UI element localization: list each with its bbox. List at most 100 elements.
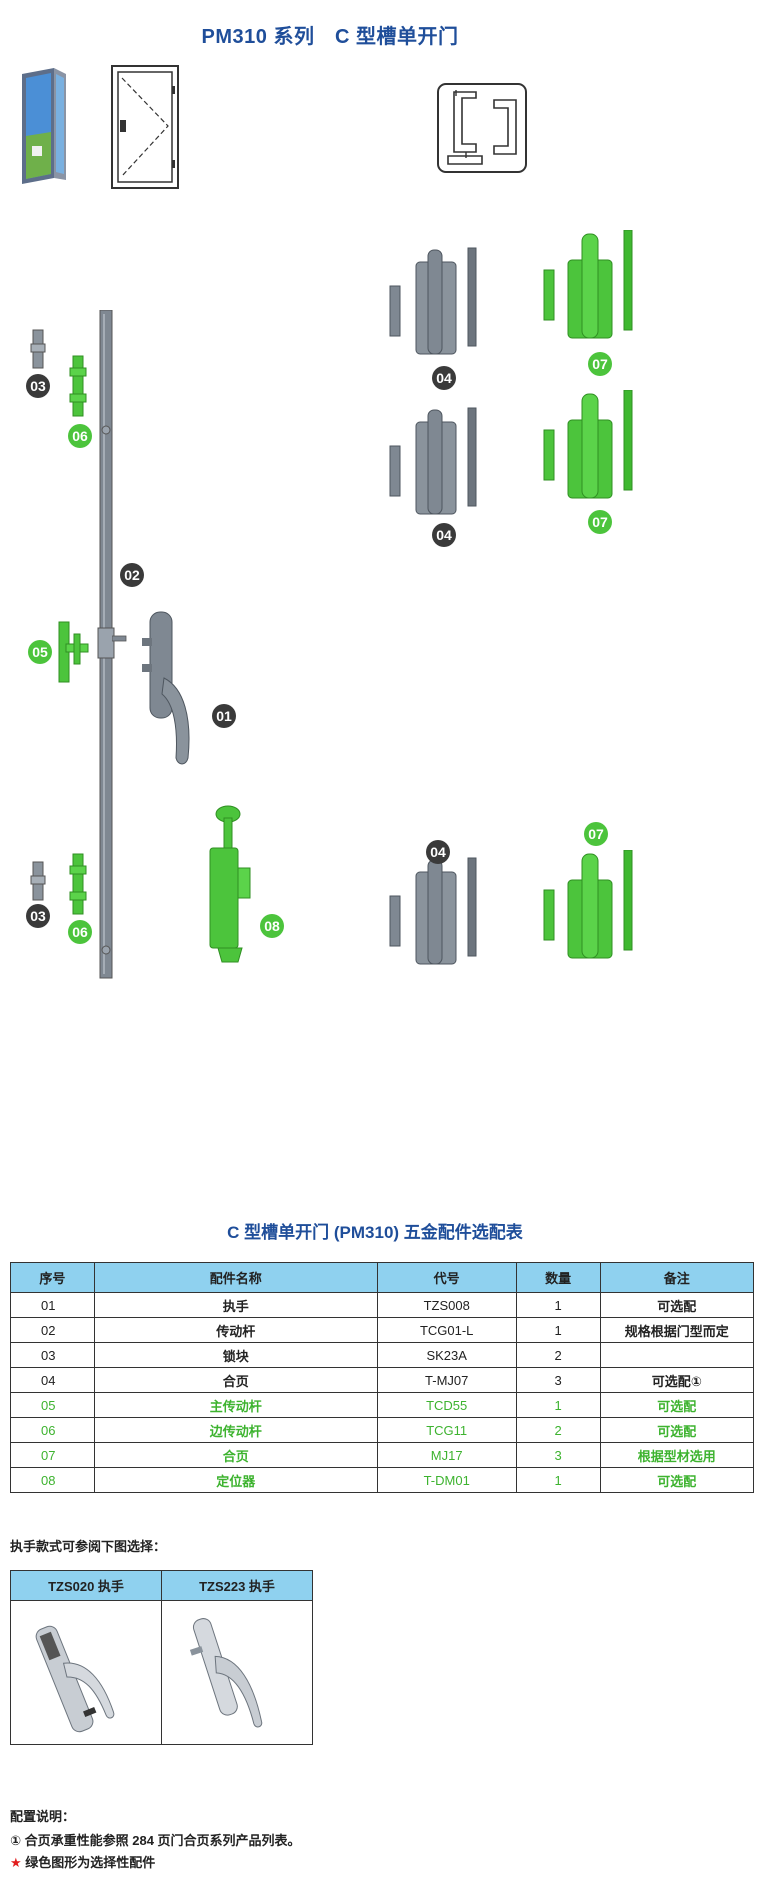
cell-no: 03 — [10, 1342, 95, 1368]
cell-name: 边传动杆 — [93, 1417, 378, 1443]
badge-06: 06 — [68, 424, 92, 448]
table-row: 04 合页 T-MJ07 3 可选配① — [10, 1367, 755, 1393]
badge-06: 06 — [68, 920, 92, 944]
rod-pin-icon — [112, 635, 127, 642]
note-2-text: 绿色图形为选择性配件 — [21, 1855, 156, 1870]
cell-note: 可选配 — [599, 1392, 755, 1418]
badge-08: 08 — [260, 914, 284, 938]
note-2: ★ 绿色图形为选择性配件 — [10, 1852, 155, 1871]
page-title: PM310 系列 C 型槽单开门 — [201, 26, 459, 48]
door-diagram-icon — [111, 65, 179, 189]
col-header: 序号 — [10, 1262, 95, 1293]
lock-block-icon — [30, 329, 46, 369]
badge-02: 02 — [120, 563, 144, 587]
handle-tzs223-icon — [189, 1618, 263, 1728]
cell-code: SK23A — [376, 1342, 517, 1368]
cell-note — [599, 1342, 755, 1368]
table-row: 05 主传动杆 TCD55 1 可选配 — [10, 1392, 755, 1418]
cell-no: 08 — [10, 1467, 95, 1493]
cell-note: 可选配 — [599, 1417, 755, 1443]
cell-name: 传动杆 — [93, 1317, 378, 1343]
badge-04: 04 — [432, 523, 456, 547]
main-rod-icon — [58, 621, 89, 683]
transmission-rod — [97, 310, 115, 979]
handles-table: TZS020 执手 TZS223 执手 — [10, 1570, 313, 1745]
badge-04: 04 — [432, 366, 456, 390]
cell-qty: 1 — [515, 1317, 601, 1343]
cell-qty: 2 — [515, 1417, 601, 1443]
cell-qty: 1 — [515, 1292, 601, 1318]
table-row: 01 执手 TZS008 1 可选配 — [10, 1292, 755, 1318]
handle-option-title: TZS223 执手 — [161, 1570, 313, 1601]
side-rod-icon — [69, 853, 87, 915]
cell-code: TZS008 — [376, 1292, 517, 1318]
spec-table: 序号 配件名称 代号 数量 备注 01 执手 TZS008 1 可选配 02 传… — [10, 1262, 755, 1493]
badge-07: 07 — [588, 510, 612, 534]
badge-04: 04 — [426, 840, 450, 864]
table-row: 07 合页 MJ17 3 根据型材选用 — [10, 1442, 755, 1468]
hinge-icon — [389, 407, 477, 515]
cell-qty: 1 — [515, 1392, 601, 1418]
table-row: 06 边传动杆 TCG11 2 可选配 — [10, 1417, 755, 1443]
cell-name: 执手 — [93, 1292, 378, 1318]
badge-01: 01 — [212, 704, 236, 728]
star-icon: ★ — [10, 1855, 22, 1870]
cell-name: 定位器 — [93, 1467, 378, 1493]
cell-qty: 3 — [515, 1442, 601, 1468]
badge-03: 03 — [26, 904, 50, 928]
cell-no: 05 — [10, 1392, 95, 1418]
cell-no: 04 — [10, 1367, 95, 1393]
cell-name: 主传动杆 — [93, 1392, 378, 1418]
hinge-green-icon — [543, 390, 633, 499]
cell-note: 可选配① — [599, 1367, 755, 1393]
cell-code: TCG01-L — [376, 1317, 517, 1343]
cell-no: 07 — [10, 1442, 95, 1468]
notes-heading: 配置说明： — [10, 1809, 76, 1824]
table-row: 03 锁块 SK23A 2 — [10, 1342, 755, 1368]
cell-name: 锁块 — [93, 1342, 378, 1368]
cell-code: MJ17 — [376, 1442, 517, 1468]
hinge-icon — [389, 857, 477, 965]
cell-no: 01 — [10, 1292, 95, 1318]
badge-07: 07 — [584, 822, 608, 846]
badge-07: 07 — [588, 352, 612, 376]
handles-intro: 执手款式可参阅下图选择： — [10, 1539, 167, 1554]
note-1: ① 合页承重性能参照 284 页门合页系列产品列表。 — [10, 1833, 301, 1848]
col-header: 数量 — [515, 1262, 601, 1293]
cell-code: TCD55 — [376, 1392, 517, 1418]
handle-option-image — [10, 1600, 162, 1745]
cell-note: 可选配 — [599, 1467, 755, 1493]
cell-no: 06 — [10, 1417, 95, 1443]
table-row: 08 定位器 T-DM01 1 可选配 — [10, 1467, 755, 1493]
hinge-icon — [389, 247, 477, 355]
handle-option-image — [161, 1600, 313, 1745]
spec-table-header: 序号 配件名称 代号 数量 备注 — [10, 1262, 755, 1293]
cell-name: 合页 — [93, 1367, 378, 1393]
cell-no: 02 — [10, 1317, 95, 1343]
table-row: 02 传动杆 TCG01-L 1 规格根据门型而定 — [10, 1317, 755, 1343]
cell-note: 根据型材选用 — [599, 1442, 755, 1468]
hinge-green-icon — [543, 850, 633, 959]
side-rod-icon — [69, 355, 87, 417]
cell-code: T-MJ07 — [376, 1367, 517, 1393]
handle-option-title: TZS020 执手 — [10, 1570, 162, 1601]
cell-qty: 3 — [515, 1367, 601, 1393]
badge-03: 03 — [26, 374, 50, 398]
cell-qty: 2 — [515, 1342, 601, 1368]
cell-qty: 1 — [515, 1467, 601, 1493]
hinge-green-icon — [543, 230, 633, 339]
table-title: C 型槽单开门 (PM310) 五金配件选配表 — [227, 1223, 523, 1242]
cell-note: 规格根据门型而定 — [599, 1317, 755, 1343]
profile-section-icon — [437, 83, 527, 173]
col-header: 配件名称 — [93, 1262, 378, 1293]
badge-05: 05 — [28, 640, 52, 664]
handle-tzs020-icon — [35, 1625, 115, 1733]
door-photo-icon — [22, 68, 66, 184]
cell-name: 合页 — [93, 1442, 378, 1468]
cell-note: 可选配 — [599, 1292, 755, 1318]
cell-code: TCG11 — [376, 1417, 517, 1443]
door-stop-icon — [209, 805, 251, 963]
handle-icon — [142, 611, 190, 765]
col-header: 代号 — [376, 1262, 517, 1293]
lock-block-icon — [30, 861, 46, 901]
